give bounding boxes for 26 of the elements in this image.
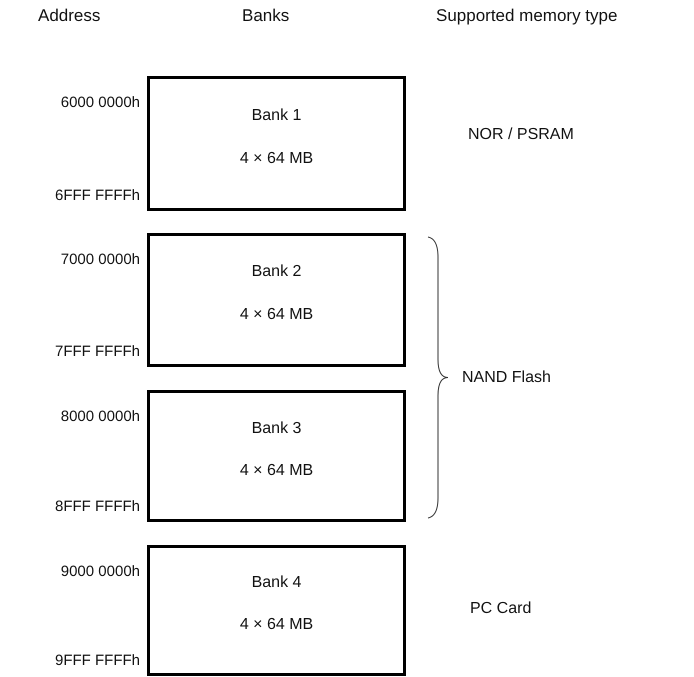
column-header: Address: [38, 6, 100, 26]
bank-size: 4 × 64 MB: [238, 616, 314, 634]
memory-type-label: PC Card: [470, 600, 532, 618]
bank-size: 4 × 64 MB: [238, 150, 314, 168]
memory-type-label: NAND Flash: [462, 369, 551, 387]
column-header: Banks: [242, 6, 290, 26]
bank-name: Bank 3: [250, 420, 302, 438]
address-label: 7FFF FFFFh: [55, 343, 140, 360]
address-label: 9000 0000h: [60, 563, 140, 580]
bank-name: Bank 1: [250, 106, 302, 124]
address-label: 8FFF FFFFh: [55, 498, 140, 515]
memory-bank-box: [147, 233, 406, 367]
bank-name: Bank 2: [250, 263, 302, 282]
address-label: 7000 0000h: [60, 251, 140, 268]
bank-size: 4 × 64 MB: [238, 462, 314, 480]
memory-bank-box: [147, 390, 406, 522]
memory-type-label: NOR / PSRAM: [468, 126, 574, 144]
address-label: 6FFF FFFFh: [55, 187, 140, 204]
memory-bank-box: [147, 76, 406, 211]
memory-bank-box: [147, 545, 406, 676]
column-header: Supported memory type: [436, 6, 618, 26]
address-label: 6000 0000h: [60, 94, 140, 111]
bank-name: Bank 4: [250, 574, 302, 592]
address-label: 8000 0000h: [60, 408, 140, 425]
address-label: 9FFF FFFFh: [55, 652, 140, 669]
bank-size: 4 × 64 MB: [238, 306, 314, 324]
